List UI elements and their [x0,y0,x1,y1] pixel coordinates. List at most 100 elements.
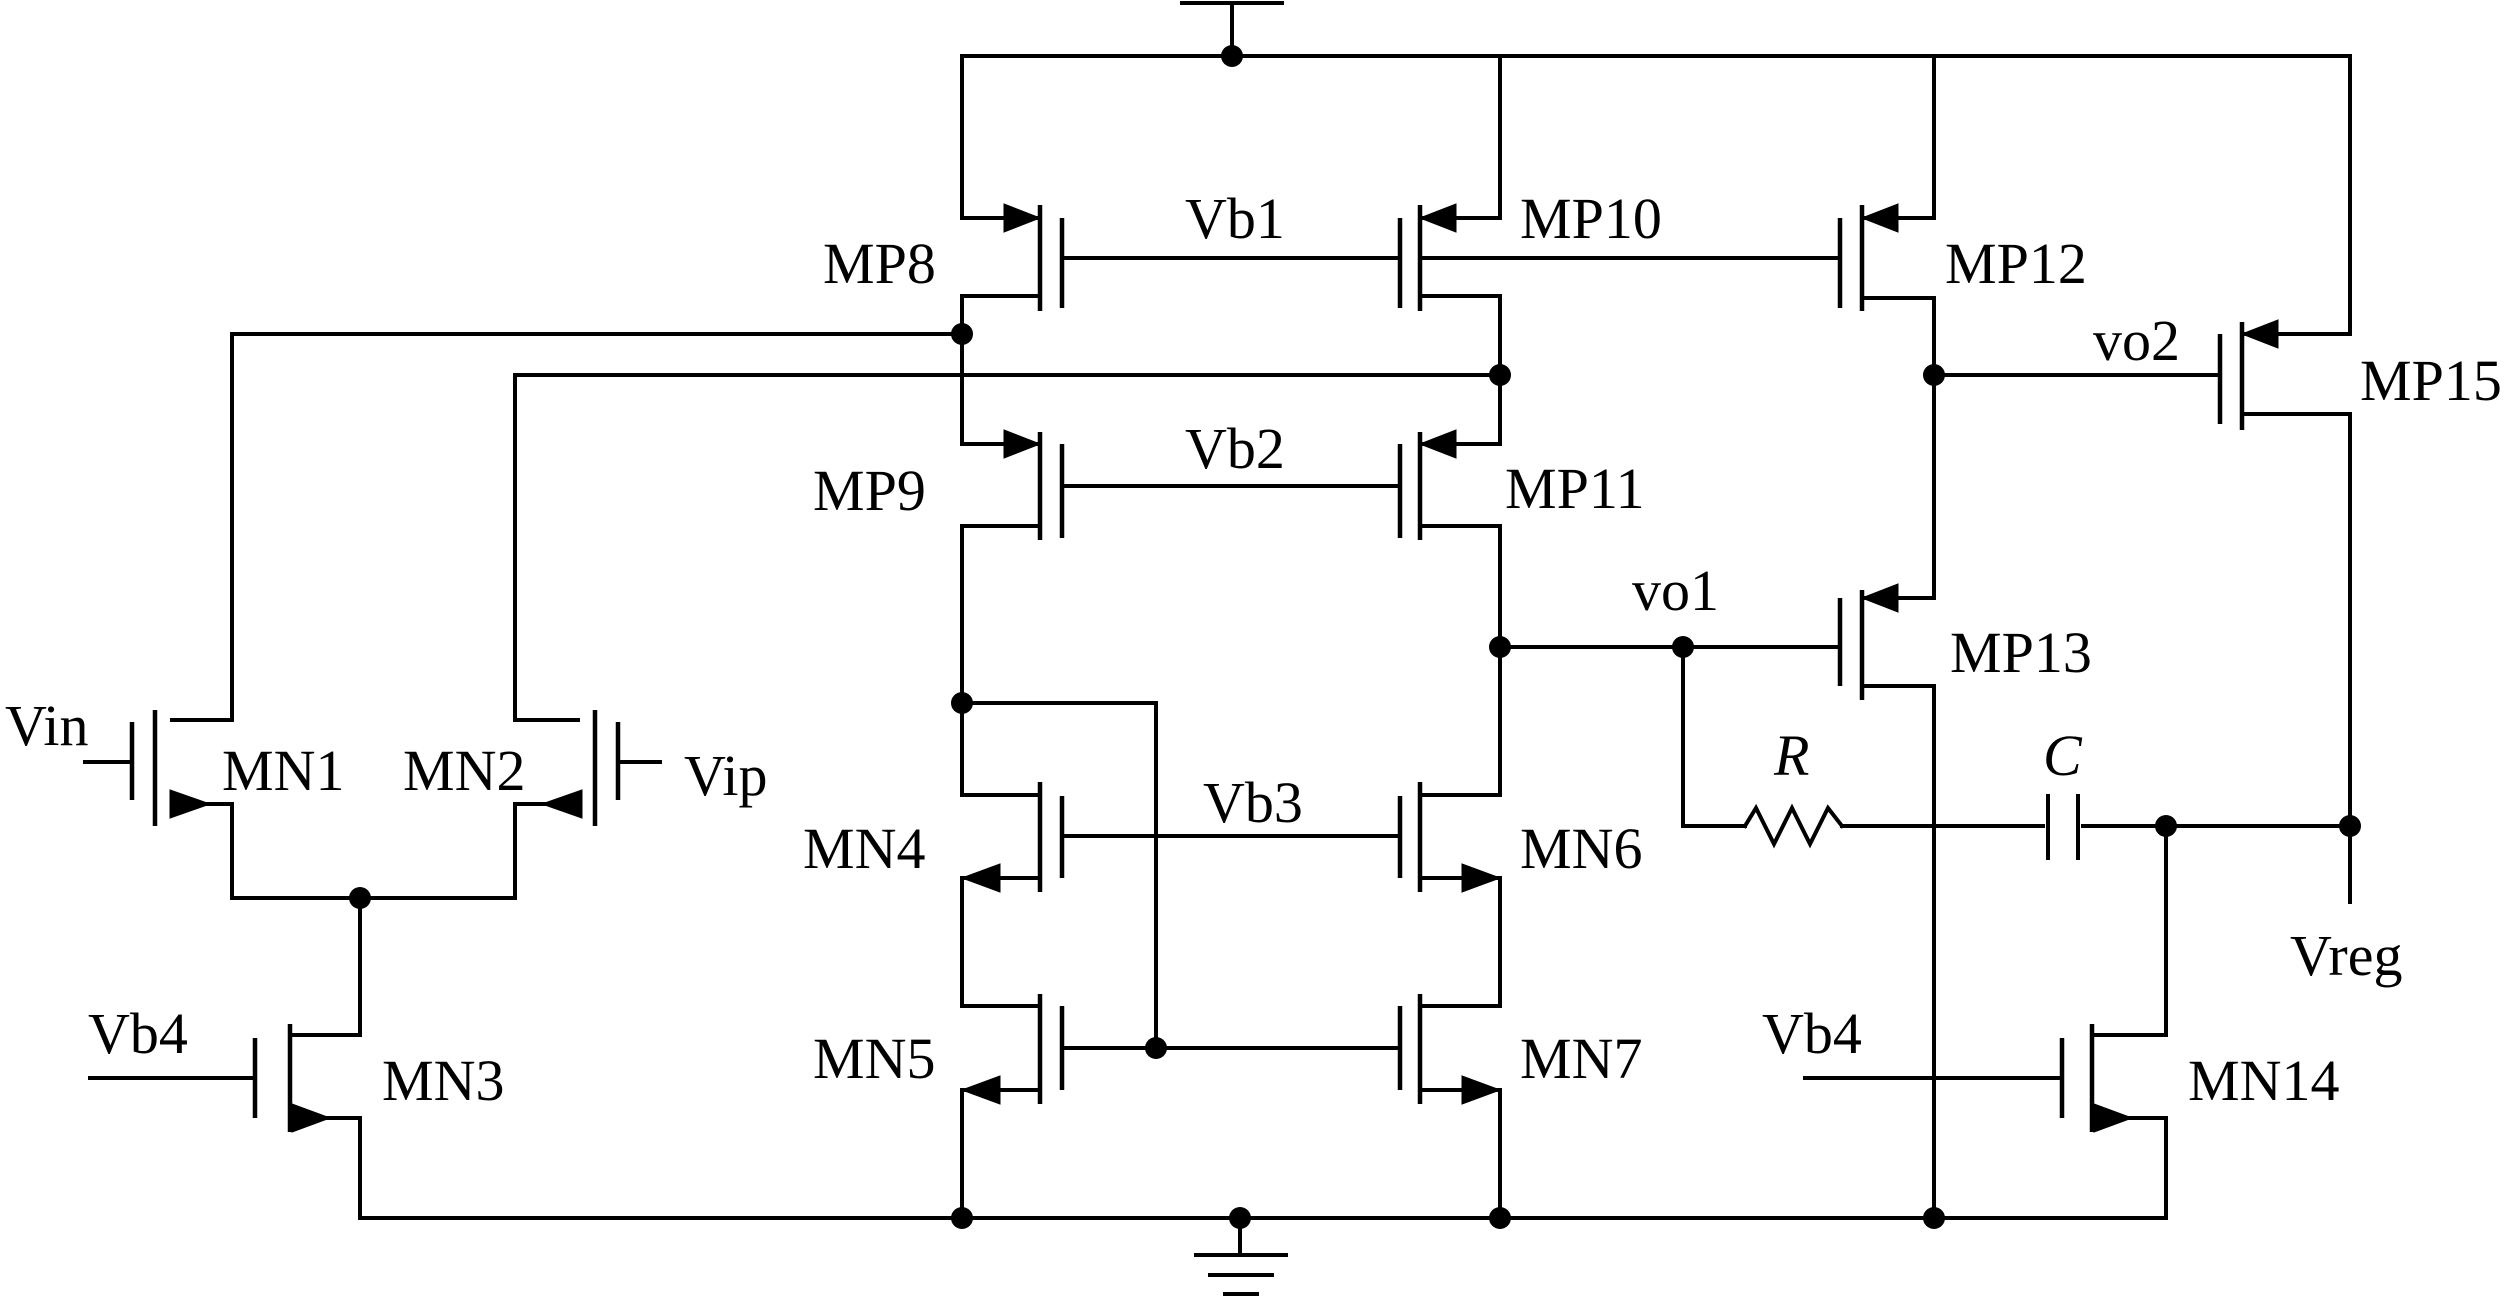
label-mp11: MP11 [1505,456,1645,521]
mp15-arrow [2240,319,2279,349]
mn7-symbol [1397,994,1423,1104]
mp9-arrow [1003,429,1042,459]
label-vip: Vip [684,743,768,808]
label-mp8: MP8 [823,231,936,296]
gnd-junction-mid [1229,1207,1251,1229]
mn14-source-to-gnd [2090,1116,2168,1220]
mp9-symbol [1037,432,1065,540]
labels: MP8 MP9 MP10 MP11 MP12 MP13 MP15 MN1 MN2… [5,186,2502,1113]
mn4-source-to-mn5 [960,876,1042,1008]
label-mn6: MN6 [1520,816,1642,881]
mn5-symbol [1037,994,1065,1104]
mp13-symbol [1837,590,1865,700]
vdd-to-mp12 [1898,54,1936,220]
mn1-symbol [129,710,158,826]
label-vreg: Vreg [2290,923,2402,988]
label-vo2: vo2 [2093,308,2180,373]
rc-left-wire [1681,645,1747,828]
vo2-junction [1923,364,1945,386]
mp10-arrow [1418,203,1457,233]
label-mn2: MN2 [403,738,525,803]
label-vin: Vin [5,693,89,758]
mp10-drain-node [1418,294,1502,446]
vdd-to-mp8 [960,54,1002,220]
mn6-arrow [1461,863,1502,893]
vdd-to-mp10 [1460,54,1502,220]
label-mn7: MN7 [1520,1026,1642,1091]
label-mn3: MN3 [382,1048,504,1113]
mn5-arrow [960,1075,1001,1105]
mp8-symbol [1037,205,1065,311]
mp11-arrow [1418,429,1457,459]
mp11-drain-wire [1418,524,1502,797]
mn5-source-to-gnd [960,1088,1042,1220]
mn7-arrow [1461,1075,1502,1105]
label-mn1: MN1 [222,738,344,803]
label-mn14: MN14 [2188,1048,2339,1113]
mn4-arrow [960,863,1001,893]
label-r: R [1773,723,1809,788]
ground-symbol [1194,1216,1288,1296]
label-vb1: Vb1 [1185,186,1285,251]
mp12-arrow [1860,203,1899,233]
mp10-symbol [1397,205,1423,311]
label-vb3: Vb3 [1203,770,1303,835]
label-c: C [2043,723,2083,788]
mn1-drain-to-fold [230,332,964,722]
vo1-drain-junction [1489,636,1511,658]
mn2-drain-to-fold [513,373,1502,722]
mn14-arrow [2093,1103,2134,1133]
label-mn5: MN5 [813,1026,935,1091]
tail-node [230,896,517,1037]
mp10-drain-junction [1489,364,1511,386]
mn4-symbol [1037,782,1065,892]
transistor-arrows [169,203,2279,1133]
junction-dots [349,45,2361,1229]
gnd-junction-right2 [1923,1207,1945,1229]
label-vb2: Vb2 [1185,416,1285,481]
mp8-arrow [1003,203,1042,233]
mn2-arrow [540,789,583,819]
label-vb4-left: Vb4 [88,1001,188,1066]
mn1-source-stub [170,802,234,900]
mn7-source-to-gnd [1418,1088,1502,1220]
vo1-junction [1672,636,1694,658]
mp15-drain-to-vreg [2308,412,2352,904]
vreg-to-mn14 [2128,824,2168,1037]
label-vb4-right: Vb4 [1762,1001,1862,1066]
cap-right-junction [2155,815,2177,837]
mp12-symbol [1837,205,1865,311]
label-vo1: vo1 [1632,558,1719,623]
gnd-junction-left [951,1207,973,1229]
mn1-arrow [169,789,212,819]
mirror-drain-junction [951,692,973,714]
label-mn4: MN4 [803,816,925,881]
label-mp13: MP13 [1950,620,2092,685]
label-mp9: MP9 [813,458,926,523]
label-mp10: MP10 [1520,186,1662,251]
mp11-symbol [1397,432,1423,540]
mn3-arrow [291,1103,332,1133]
resistor-r [1742,803,1845,849]
mirror-diode-connection [960,701,1158,1050]
tail-junction [349,887,371,909]
vdd-to-mp15 [2308,54,2352,336]
mn3-symbol [252,1024,293,1132]
label-mp15: MP15 [2360,348,2502,413]
mn3-source-to-gnd [288,1116,362,1220]
mn14-symbol [2059,1024,2095,1132]
gnd-junction-right1 [1489,1207,1511,1229]
mp9-drain-wire [960,524,1042,797]
mp13-arrow [1860,583,1899,613]
mp15-symbol [2217,322,2245,430]
mn2-source-stub [513,802,580,900]
label-mp12: MP12 [1945,231,2087,296]
mp8-drain-node [960,294,1042,446]
vdd-junction [1221,45,1243,67]
mp8-drain-junction [951,323,973,345]
mp12-drain-to-vo2 [1898,296,1936,600]
mp13-drain-to-gnd [1860,684,1936,1220]
mn6-source-to-mn7 [1418,876,1502,1008]
